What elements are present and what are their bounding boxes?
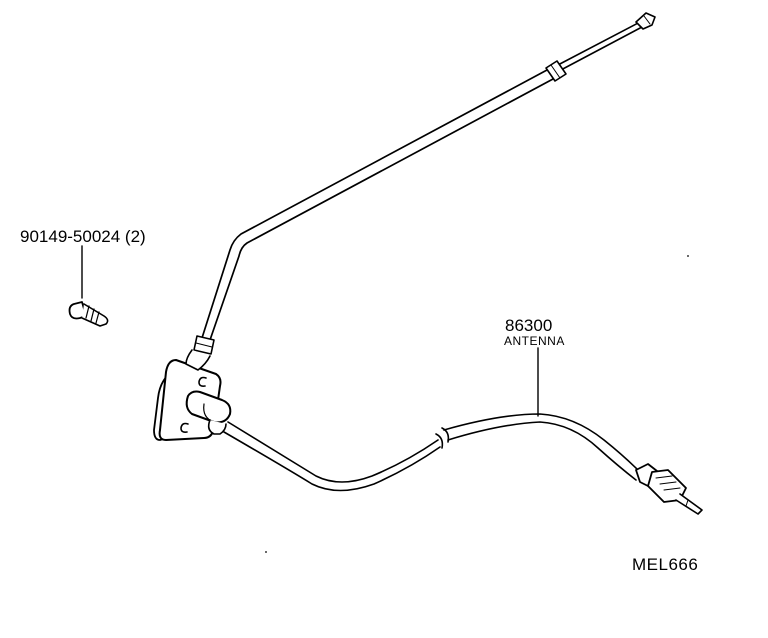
screw-head xyxy=(68,301,87,320)
speck xyxy=(687,255,689,257)
screw-icon xyxy=(68,301,109,327)
lead-cable-break-left xyxy=(435,433,444,449)
antenna-mast xyxy=(193,12,656,355)
screw-part-number: 90149-50024 (2) xyxy=(20,227,146,246)
mast-collar xyxy=(545,60,567,82)
screw-shank xyxy=(81,303,109,327)
mast-tip-rod-outline xyxy=(558,26,643,72)
mount-hole-bottom xyxy=(180,422,189,433)
mast-tube-lower-line xyxy=(209,78,554,341)
antenna-part-number: 86300 xyxy=(505,316,553,335)
lead-cable-seg2-lower xyxy=(447,421,637,481)
antenna-plug-connector xyxy=(635,463,703,515)
antenna-base-mount xyxy=(153,349,232,441)
mast-tube-upper-line xyxy=(201,69,548,339)
lead-cable-seg1-lower xyxy=(223,431,441,492)
antenna-part-name: ANTENNA xyxy=(504,334,565,348)
base-coupler xyxy=(185,390,232,435)
diagram-code: MEL666 xyxy=(632,555,699,574)
lead-cable-seg1-upper xyxy=(227,421,439,483)
plug-pin xyxy=(675,493,703,515)
antenna-lead-cable xyxy=(223,413,641,492)
lead-cable-seg2-upper xyxy=(443,413,641,473)
mast-tip-knob xyxy=(635,12,656,30)
mast-ferrule xyxy=(193,335,215,355)
mount-neck xyxy=(185,349,211,371)
mount-hole-top xyxy=(198,376,207,387)
speck xyxy=(265,551,267,553)
mast-tip-rod xyxy=(555,21,641,67)
